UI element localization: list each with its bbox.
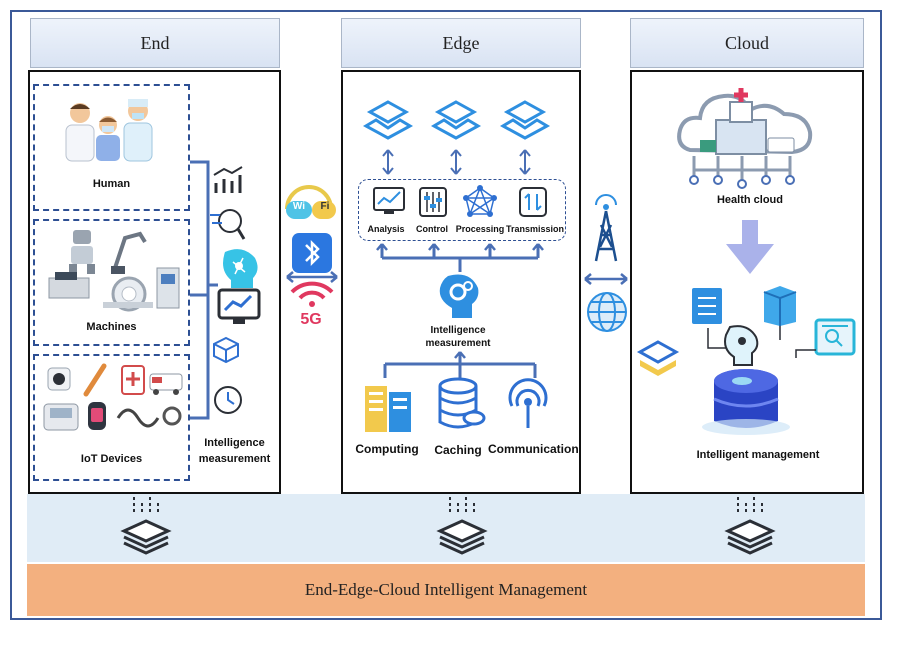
computing-label: Computing: [355, 442, 419, 456]
edge-arrow-2: [450, 149, 462, 175]
ai-brain-monitor-icon: [217, 249, 261, 324]
chart-growth-icon: [213, 166, 243, 193]
machines-icon: [48, 230, 180, 312]
end-edge-arrow: [286, 271, 338, 283]
health-cloud-icon: [677, 88, 813, 189]
edge-stack-icon-3: [499, 100, 551, 140]
end-intel-label: Intelligence measurement: [197, 435, 272, 467]
cube-network-icon: [213, 336, 239, 364]
header-cloud-label: Cloud: [724, 32, 769, 53]
globe-icon: [587, 292, 627, 332]
edge-arrow-3: [519, 149, 531, 175]
processing-label: Processing: [455, 224, 505, 234]
management-title: End-Edge-Cloud Intelligent Management: [304, 580, 588, 599]
health-cloud-label: Health cloud: [716, 194, 783, 206]
edge-data-stack-icon: [436, 497, 488, 555]
edge-stack-icon-2: [430, 100, 482, 140]
human-label: Human: [92, 178, 131, 190]
iot-devices-icon: [43, 363, 183, 431]
communication-icon: [508, 378, 548, 428]
edge-intel-label: Intelligence measurement: [418, 324, 498, 350]
edge-cloud-arrow: [584, 273, 628, 285]
bluetooth-icon: [292, 233, 332, 273]
control-icon: [419, 187, 447, 217]
header-end-label: End: [140, 32, 170, 53]
transmission-label: Transmission: [506, 224, 565, 234]
end-bracket: [190, 160, 218, 420]
end-data-stack-icon: [120, 497, 172, 555]
processing-icon: [463, 185, 497, 217]
wifi-icon: [285, 185, 336, 219]
analysis-icon: [373, 187, 405, 214]
control-label: Control: [416, 224, 448, 234]
layers-icon: [636, 340, 680, 376]
search-analytics-icon: [210, 209, 246, 240]
end-intel-line1: Intelligence: [204, 437, 265, 449]
refresh-clock-icon: [214, 386, 242, 414]
cloud-data-stack-icon: [724, 497, 776, 555]
monitor-search-icon: [814, 318, 856, 356]
analysis-label: Analysis: [367, 224, 405, 234]
ai-database-icon: [702, 325, 790, 435]
edge-arrow-1: [382, 149, 394, 175]
iot-label: IoT Devices: [80, 453, 143, 465]
computing-icon: [365, 386, 411, 432]
transmission-icon: [519, 187, 547, 217]
doctors-icon: [65, 99, 153, 162]
server-tower-icon: [763, 286, 797, 326]
header-edge-label: Edge: [442, 32, 480, 53]
edge-upper-connector: [376, 243, 544, 272]
cell-tower-icon: [594, 194, 618, 262]
down-arrow-icon: [726, 220, 774, 274]
wifi-fi-label: Fi: [320, 201, 330, 212]
end-intel-line2: measurement: [198, 453, 271, 465]
machines-label: Machines: [86, 321, 137, 333]
server-rack-icon: [692, 288, 722, 324]
5g-label: 5G: [300, 311, 322, 328]
intelligent-management-label: Intelligent management: [696, 449, 820, 461]
caching-icon: [438, 377, 486, 429]
5g-signal-icon: [290, 281, 334, 307]
header-end: End: [30, 18, 280, 68]
communication-label: Communication: [488, 442, 579, 456]
edge-intel-line1: Intelligence: [430, 325, 486, 336]
caching-label: Caching: [434, 443, 482, 457]
wifi-wi-label: Wi: [292, 201, 306, 212]
header-cloud: Cloud: [630, 18, 864, 68]
management-bar: End-Edge-Cloud Intelligent Management: [27, 564, 865, 616]
header-edge: Edge: [341, 18, 581, 68]
edge-lower-connector: [383, 351, 537, 378]
brain-gears-icon: [439, 274, 479, 318]
edge-intel-line2: measurement: [425, 338, 491, 349]
edge-stack-icon-1: [362, 100, 414, 140]
